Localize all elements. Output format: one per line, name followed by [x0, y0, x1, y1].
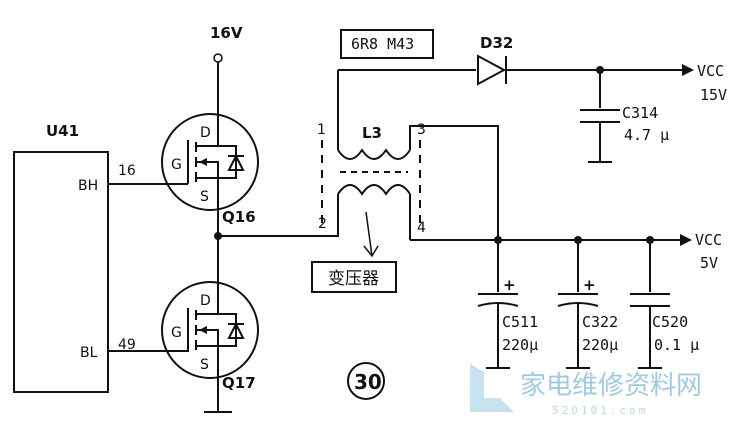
q16-gate-label: G [171, 157, 182, 173]
transformer-l3: 6R8 M43 1 2 3 4 L3 变压器 [311, 29, 499, 293]
l3-pin1: 1 [317, 122, 326, 138]
q17-label: Q17 [222, 374, 256, 392]
supply-16v-label: 16V [210, 24, 243, 42]
c322-ground [566, 304, 590, 369]
c520-value: 0.1 μ [654, 336, 699, 354]
q16-source-label: S [200, 189, 209, 205]
watermark-logo [470, 364, 514, 412]
vcc5-voltage: 5V [700, 254, 718, 272]
q17-source-label: S [200, 357, 209, 373]
q17-arrow [199, 326, 207, 334]
q16-body [161, 113, 259, 211]
c511-value: 220μ [502, 336, 538, 354]
c322-polarity: + [583, 276, 596, 294]
q16-diode-loop [218, 145, 237, 179]
q16-drain-label: D [200, 125, 211, 141]
l3-part-label: 6R8 M43 [351, 35, 414, 53]
diode-d32: D32 [477, 34, 682, 86]
figure-number-badge: 30 [347, 362, 385, 400]
watermark-url: 520101.com [552, 404, 648, 417]
ic-u41-body [13, 151, 109, 393]
ic-pin-bh-number: 16 [118, 163, 136, 179]
mosfet-q17: G D S [161, 281, 259, 410]
l3-caption: 变压器 [328, 269, 379, 289]
capacitor-c322: + C322 220μ [557, 240, 618, 369]
wire-switch-to-l3 [218, 212, 339, 237]
figure-number: 30 [354, 370, 382, 394]
vcc15-label: VCC [697, 62, 724, 80]
c520-ground [638, 306, 662, 369]
l3-pin4: 4 [417, 220, 426, 236]
mosfet-q16: G D S [161, 113, 259, 211]
watermark: 家电维修资料网 520101.com [470, 364, 702, 417]
c520-label: C520 [652, 313, 688, 331]
c520-plates [630, 293, 670, 307]
vcc5-label: VCC [695, 231, 722, 249]
l3-caption-box [311, 261, 397, 293]
c511-plate-bottom [477, 302, 519, 307]
l3-label: L3 [362, 124, 382, 142]
c314-plates [580, 109, 620, 123]
ic-pin-bl-label: BL [80, 345, 98, 361]
ic-u41-label: U41 [46, 122, 79, 140]
q17-drain-label: D [200, 293, 211, 309]
l3-pin3: 3 [417, 122, 426, 138]
supply-terminal [213, 53, 223, 63]
q16-label: Q16 [222, 208, 256, 226]
q17-body-diode [227, 321, 245, 339]
l3-primary-coil-top [337, 148, 411, 160]
c511-polarity: + [503, 276, 516, 294]
c322-label: C322 [582, 313, 618, 331]
vcc15-voltage: 15V [700, 86, 727, 104]
d32-body [477, 54, 507, 86]
capacitor-c520: C520 0.1 μ [630, 240, 699, 369]
q16-arrow [199, 158, 207, 166]
vcc5-arrow [680, 234, 692, 246]
supply-16v: 16V [210, 24, 243, 116]
d32-label: D32 [480, 34, 513, 52]
l3-pointer [365, 211, 373, 257]
wire-l3-pin3 [409, 125, 499, 240]
l3-primary-coil-bottom [337, 184, 411, 196]
q17-body [161, 281, 259, 379]
capacitor-c511: + C511 220μ [477, 240, 538, 369]
c322-plate-bottom [557, 302, 599, 307]
c511-label: C511 [502, 313, 538, 331]
capacitor-c314: C314 4.7 μ [580, 70, 669, 163]
figure-number-circle [347, 362, 385, 400]
c314-label: C314 [622, 104, 658, 122]
ic-pin-bl-number: 49 [118, 337, 136, 353]
ic-u41: U41 BH BL 16 49 [13, 122, 136, 393]
l3-pin2: 2 [318, 216, 327, 232]
c322-value: 220μ [582, 336, 618, 354]
l3-pointer-head [363, 245, 379, 258]
c314-value: 4.7 μ [624, 126, 669, 144]
c314-ground [588, 122, 612, 163]
q16-body-diode [227, 153, 245, 171]
watermark-text: 家电维修资料网 [520, 371, 702, 401]
vcc15-arrow [682, 64, 694, 76]
q17-gate-label: G [171, 325, 182, 341]
l3-part-box [340, 29, 434, 59]
ground-symbol [204, 410, 232, 413]
ic-pin-bh-label: BH [78, 178, 98, 194]
c511-ground [486, 304, 510, 369]
q17-diode-loop [218, 313, 237, 347]
